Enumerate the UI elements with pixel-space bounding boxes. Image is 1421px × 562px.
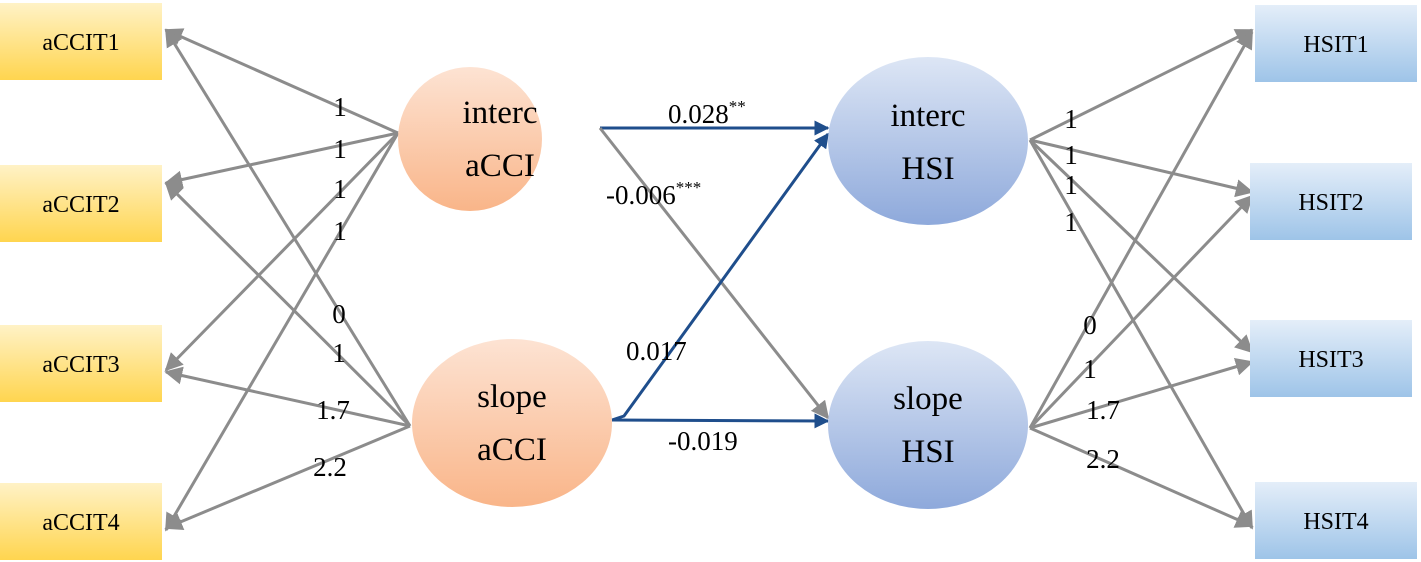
loading-label: 1 [333, 92, 347, 122]
latent-label-line1: slope [477, 379, 547, 415]
arrow-slope-acci-to-acciT4 [164, 424, 411, 531]
loading-label: 1 [333, 174, 347, 204]
coef-value: -0.019 [668, 426, 738, 456]
right-indicator-HSIT1: HSIT1 [1255, 5, 1417, 82]
loading-label: 1 [1083, 354, 1097, 384]
coef-interc-to-interc: 0.028** [668, 97, 746, 129]
coef-significance: ** [729, 97, 746, 116]
left-slope-loading-labels: 0 1 1.7 2.2 [313, 299, 350, 482]
loading-label: 1 [333, 216, 347, 246]
latent-label-line2: HSI [901, 434, 954, 470]
latent-interc-hsi: interc HSI [828, 57, 1028, 225]
arrow-slope-hsi-to-hsiT1 [1028, 30, 1254, 429]
coef-slope-to-slope: -0.019 [668, 426, 738, 456]
path-slope-acci-to-slope-hsi [611, 413, 830, 429]
left-intercept-loading-labels: 1 1 1 1 [333, 92, 347, 246]
latent-slope-acci: slope aCCI [412, 339, 612, 507]
arrow-interc-acci-to-acciT4 [164, 132, 400, 532]
loading-label: 1 [1064, 207, 1078, 237]
arrow-interc-hsi-to-hsiT1 [1029, 28, 1254, 142]
latent-label-line1: interc [462, 95, 537, 131]
loading-label: 1 [1064, 170, 1078, 200]
coef-interc-to-slope: -0.006*** [606, 178, 701, 210]
coef-value: -0.006 [606, 180, 676, 210]
arrow-interc-hsi-to-hsiT3 [1028, 138, 1254, 354]
arrow-slope-acci-to-acciT1 [164, 28, 412, 427]
indicator-label: aCCIT1 [42, 30, 119, 56]
latent-slope-hsi: slope HSI [828, 341, 1028, 509]
arrow-slope-acci-to-acciT3 [164, 366, 411, 428]
loading-label: 1 [332, 338, 346, 368]
arrow-interc-hsi-to-hsiT4 [1028, 139, 1254, 530]
arrow-slope-hsi-to-hsiT3 [1029, 357, 1254, 430]
path-interc-acci-to-slope-hsi [598, 127, 830, 420]
loading-label: 2.2 [313, 452, 347, 482]
loading-label: 0 [1083, 310, 1097, 340]
indicator-label: HSIT3 [1298, 347, 1363, 373]
loading-label: 1 [333, 134, 347, 164]
latent-label-line2: aCCI [465, 148, 535, 184]
arrow-slope-hsi-to-hsiT4 [1029, 426, 1254, 528]
left-indicator-aCCIT1: aCCIT1 [0, 3, 162, 80]
loading-label: 1 [1064, 104, 1078, 134]
indicator-label: HSIT2 [1298, 190, 1363, 216]
right-indicator-HSIT3: HSIT3 [1250, 320, 1412, 397]
arrow-interc-acci-to-acciT2 [164, 131, 399, 189]
indicator-label: aCCIT3 [42, 352, 119, 378]
arrow-interc-acci-to-acciT1 [164, 28, 399, 135]
loading-label: 0 [332, 299, 346, 329]
right-loading-arrows [1028, 28, 1254, 530]
left-loading-arrows [164, 28, 412, 532]
arrow-slope-hsi-to-hsiT2 [1028, 194, 1254, 430]
right-indicator-HSIT4: HSIT4 [1255, 482, 1417, 559]
loading-label: 1.7 [1086, 395, 1120, 425]
coef-value: 0.028 [668, 99, 729, 129]
indicator-label: aCCIT2 [42, 192, 119, 218]
coef-slope-to-interc: 0.017 [626, 336, 687, 366]
loading-label: 1 [1064, 140, 1078, 170]
left-indicator-aCCIT4: aCCIT4 [0, 483, 162, 560]
loading-label: 2.2 [1086, 444, 1120, 474]
structural-paths [598, 120, 830, 429]
coef-significance: *** [676, 178, 702, 197]
right-indicator-HSIT2: HSIT2 [1250, 163, 1412, 240]
arrow-slope-acci-to-acciT2 [164, 181, 412, 428]
left-indicator-aCCIT2: aCCIT2 [0, 165, 162, 242]
latent-label-line1: slope [893, 381, 963, 417]
right-intercept-loading-labels: 1 1 1 1 [1064, 104, 1078, 237]
right-slope-loading-labels: 0 1 1.7 2.2 [1083, 310, 1120, 474]
arrow-interc-acci-to-acciT3 [164, 131, 400, 372]
left-indicator-aCCIT3: aCCIT3 [0, 325, 162, 402]
latent-label-line2: HSI [901, 151, 954, 187]
indicator-label: HSIT4 [1303, 509, 1368, 535]
latent-label-line2: aCCI [477, 432, 547, 468]
latent-label-line1: interc [890, 98, 965, 134]
arrow-interc-hsi-to-hsiT2 [1029, 138, 1254, 198]
indicator-label: HSIT1 [1303, 32, 1368, 58]
latent-interc-acci: interc aCCI [398, 67, 542, 211]
loading-label: 1.7 [316, 395, 350, 425]
indicator-label: aCCIT4 [42, 510, 119, 536]
coef-value: 0.017 [626, 336, 687, 366]
